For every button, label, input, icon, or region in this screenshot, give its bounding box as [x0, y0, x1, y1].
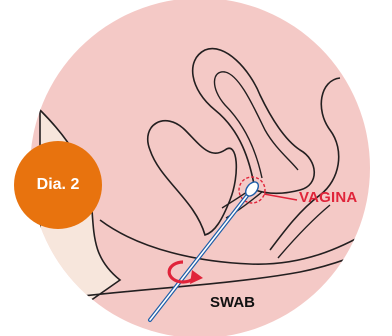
badge-label: Dia. 2 [37, 176, 80, 194]
swab-label: SWAB [210, 294, 255, 311]
vagina-label: VAGINA [299, 189, 357, 206]
diagram-badge: Dia. 2 [14, 141, 102, 229]
